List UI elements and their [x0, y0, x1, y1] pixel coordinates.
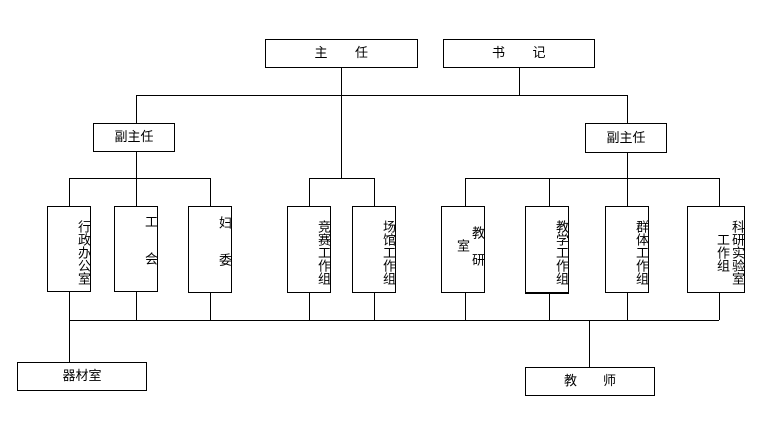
competition-group-label: 竞赛工作组: [315, 220, 330, 285]
connector: [341, 67, 342, 178]
teachers-label: 教 师: [563, 374, 616, 389]
connector: [136, 178, 137, 206]
admin-office-label: 行政办公室: [75, 219, 90, 285]
connector: [309, 178, 310, 206]
connector: [309, 292, 310, 320]
connector: [627, 95, 628, 123]
equipment-room-label: 器材室: [62, 369, 102, 384]
womens-committee-box: 妇委: [188, 206, 232, 293]
research-lab-label-2: 工作组: [714, 233, 729, 272]
connector: [719, 178, 720, 206]
connector: [465, 292, 466, 320]
connector: [465, 178, 466, 206]
connector: [465, 178, 719, 179]
connector: [69, 178, 210, 179]
connector: [627, 178, 628, 206]
teaching-group-label: 教学工作组: [553, 220, 568, 285]
connector: [69, 320, 719, 321]
teaching-research-label: 教研室: [454, 225, 484, 280]
venue-group-label: 场馆工作组: [380, 220, 395, 285]
deputy-director-right-box: 副主任: [585, 123, 667, 153]
mass-sports-group-label: 群体工作组: [633, 220, 648, 285]
connector: [210, 178, 211, 206]
deputy-director-right-label: 副主任: [606, 130, 646, 146]
teachers-box: 教 师: [525, 367, 655, 396]
admin-office-box: 行政办公室: [47, 206, 91, 292]
connector: [69, 178, 70, 206]
research-lab-box: 科研实验室 工作组: [687, 206, 745, 293]
deputy-director-left-label: 副主任: [114, 130, 154, 145]
venue-group-box: 场馆工作组: [352, 206, 396, 293]
director-box: 主 任: [265, 39, 418, 68]
union-label: 工会: [142, 215, 157, 289]
connector: [374, 178, 375, 206]
connector: [627, 292, 628, 320]
connector: [549, 293, 550, 320]
connector: [589, 320, 590, 367]
mass-sports-group-box: 群体工作组: [605, 206, 649, 293]
connector: [549, 178, 550, 206]
deputy-director-left-box: 副主任: [93, 123, 175, 152]
connector: [210, 292, 211, 320]
connector: [69, 320, 70, 362]
union-box: 工会: [114, 206, 158, 292]
connector: [374, 292, 375, 320]
secretary-label: 书 记: [491, 46, 546, 61]
research-lab-label: 科研实验室: [729, 220, 744, 285]
womens-committee-label: 妇委: [216, 215, 231, 290]
equipment-room-box: 器材室: [17, 362, 147, 391]
teaching-research-box: 教研室: [441, 206, 485, 293]
connector: [519, 67, 520, 95]
connector: [69, 291, 70, 320]
connector: [309, 178, 374, 179]
connector: [719, 292, 720, 320]
connector: [627, 152, 628, 178]
connector: [136, 291, 137, 320]
teaching-group-box: 教学工作组: [525, 206, 569, 294]
secretary-box: 书 记: [443, 39, 595, 68]
director-label: 主 任: [314, 46, 369, 61]
connector: [136, 95, 137, 123]
connector: [136, 151, 137, 178]
competition-group-box: 竞赛工作组: [287, 206, 331, 293]
connector: [136, 95, 628, 96]
